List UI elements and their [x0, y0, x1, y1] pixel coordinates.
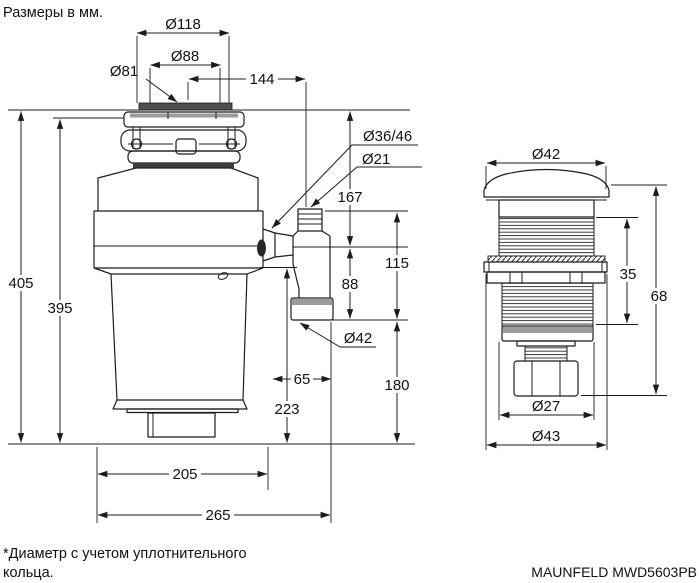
mount-tab [175, 138, 197, 155]
dim-label-405: 405 [8, 275, 33, 292]
flange-knurl-ring [487, 255, 606, 263]
extension-lines-right-view [485, 166, 667, 450]
bottom-cap [112, 399, 248, 410]
mount-collar [127, 150, 241, 164]
lock-ring-band [503, 327, 592, 333]
dim-label-35: 35 [620, 266, 637, 283]
dim-label-205: 205 [172, 466, 197, 483]
mount-ring-band [130, 113, 238, 118]
label-masks-right [616, 266, 670, 304]
flange-dome-cap [483, 168, 610, 198]
units-note: Размеры в мм. [3, 5, 103, 21]
dim-label-d42: Ø42 [532, 146, 560, 163]
dim-label-d88: Ø88 [171, 48, 199, 65]
splash-guard-ring [138, 102, 233, 111]
dim-label-d118: Ø118 [165, 16, 201, 33]
flange-neck [498, 199, 595, 218]
body-shoulder [97, 167, 259, 211]
outlet-boss [262, 228, 276, 262]
dim-label-88: 88 [342, 276, 359, 293]
dimension-lines-right-view [486, 159, 660, 449]
outlet-port [257, 239, 266, 257]
flange-thread-lower [501, 282, 594, 327]
hex-nut [513, 360, 579, 397]
dim-label-223: 223 [274, 401, 299, 418]
rubber-gasket [133, 163, 234, 168]
leader-d36-46 [271, 144, 418, 229]
flange-plate [483, 261, 608, 273]
mounting-assembly [120, 111, 247, 168]
flange-thread-upper [498, 216, 595, 257]
sink-flange-view: Ø42 35 68 Ø27 Ø43 [483, 146, 670, 450]
leader-d81 [145, 78, 178, 103]
extension-lines-left-view [53, 36, 408, 523]
footnote-line1: *Диаметр с учетом уплотнительного [3, 546, 247, 562]
dim-label-d43: Ø43 [532, 428, 560, 445]
flange-lug-band [486, 271, 606, 284]
dim-label-115: 115 [385, 255, 409, 272]
body-step [93, 267, 264, 275]
elbow-outlet-pipe [257, 208, 334, 321]
stem-shoulder [516, 340, 576, 347]
dim-label-180: 180 [384, 377, 409, 394]
disposer-front-view: Ø118 Ø88 Ø81 144 Ø36/46 Ø21 405 395 167 … [6, 16, 422, 524]
outlet-nut-band [292, 299, 332, 305]
elbow-coupler [274, 232, 294, 258]
label-masks-left [6, 71, 412, 522]
grind-chamber [110, 273, 248, 401]
base-plate [126, 408, 239, 414]
dim-label-144: 144 [249, 71, 274, 88]
leader-d21 [310, 166, 422, 208]
bottom-spigot [147, 412, 216, 438]
dim-label-d81: Ø81 [110, 63, 138, 80]
dim-label-167: 167 [337, 189, 362, 206]
leader-d42-outlet [299, 322, 376, 348]
body-logo-mark [217, 272, 229, 280]
dim-label-d36-46: Ø36/46 [363, 128, 412, 145]
dim-label-395: 395 [47, 300, 72, 317]
dim-label-d42-outlet: Ø42 [344, 330, 372, 347]
dim-label-265: 265 [205, 507, 230, 524]
dim-label-68: 68 [651, 288, 668, 305]
elbow-pipe [292, 230, 331, 298]
dim-label-65: 65 [294, 371, 311, 388]
footnote-line2: кольца. [3, 565, 54, 581]
upper-mount-ring [123, 111, 245, 128]
stem-thread [524, 345, 568, 362]
model-number: MAUNFELD MWD5603PB [531, 564, 697, 580]
dim-label-d27: Ø27 [532, 398, 560, 415]
dishwasher-inlet [297, 208, 323, 232]
disposer-body [93, 167, 264, 438]
dim-label-d21: Ø21 [362, 151, 390, 168]
